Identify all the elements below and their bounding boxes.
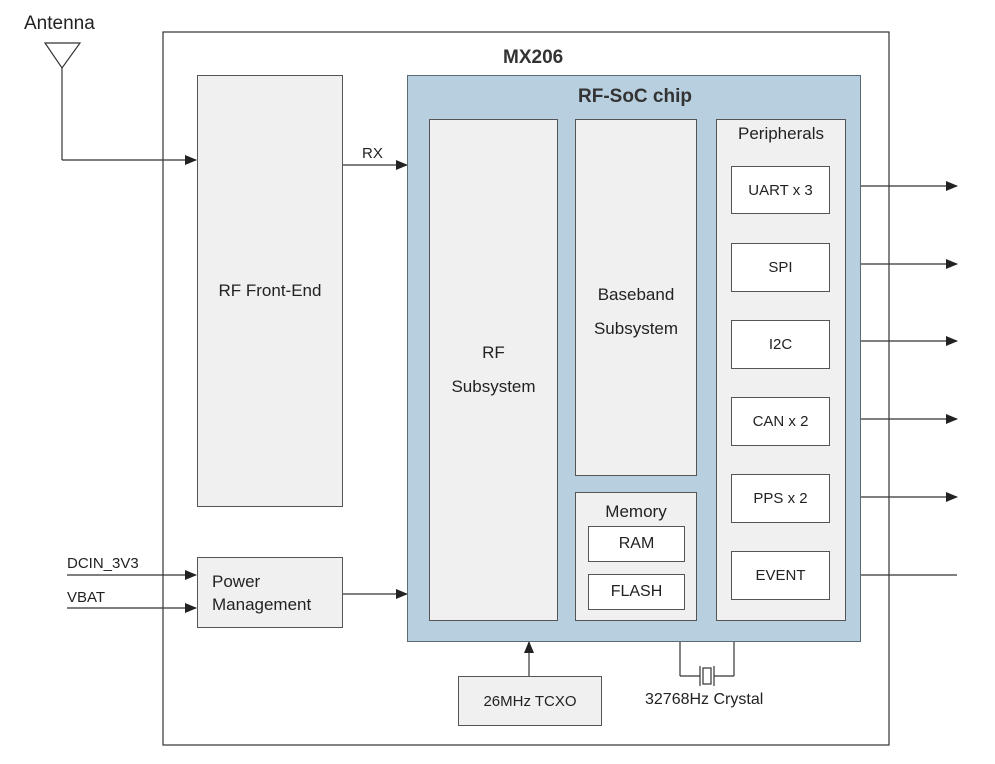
ram-block: RAM xyxy=(588,526,685,562)
antenna-label: Antenna xyxy=(24,13,95,34)
tcxo-block: 26MHz TCXO xyxy=(458,676,602,726)
rf-front-end-label: RF Front-End xyxy=(218,281,322,300)
peripheral-pps-label: PPS x 2 xyxy=(753,490,808,507)
peripheral-event-label: EVENT xyxy=(755,567,806,584)
baseband-subsystem-line1: Baseband xyxy=(597,285,675,304)
chip-label: RF-SoC chip xyxy=(578,86,692,107)
power-management-line2: Management xyxy=(212,594,312,614)
power-management-line1: Power xyxy=(212,571,261,591)
peripheral-uart: UART x 3 xyxy=(731,166,830,214)
rf-subsystem-line2: Subsystem xyxy=(451,377,536,396)
peripheral-can-label: CAN x 2 xyxy=(752,413,809,430)
rx-label: RX xyxy=(362,145,383,162)
memory-title: Memory xyxy=(605,502,667,521)
vbat-label: VBAT xyxy=(67,589,106,606)
rf-subsystem-line1: RF xyxy=(482,343,505,362)
peripheral-uart-label: UART x 3 xyxy=(748,181,813,199)
peripheral-i2c-label: I2C xyxy=(768,336,793,353)
crystal-label: 32768Hz Crystal xyxy=(645,691,764,708)
antenna-icon xyxy=(43,42,82,160)
module-boundary xyxy=(162,31,890,746)
flash-block: FLASH xyxy=(588,574,685,610)
baseband-subsystem-line2: Subsystem xyxy=(593,319,679,338)
ram-label: RAM xyxy=(618,535,655,552)
peripheral-spi-label: SPI xyxy=(768,259,793,276)
peripheral-event: EVENT xyxy=(731,551,830,600)
power-management-block: Power Management xyxy=(197,557,343,628)
crystal-icon xyxy=(679,641,735,686)
rf-front-end-block: RF Front-End xyxy=(197,75,343,507)
module-label: MX206 xyxy=(503,47,564,68)
peripherals-title: Peripherals xyxy=(738,124,824,143)
baseband-subsystem-block: Baseband Subsystem xyxy=(575,119,697,476)
peripheral-spi: SPI xyxy=(731,243,830,292)
tcxo-label: 26MHz TCXO xyxy=(483,692,577,710)
flash-label: FLASH xyxy=(610,583,663,600)
rf-subsystem-block: RF Subsystem xyxy=(429,119,558,621)
peripheral-can: CAN x 2 xyxy=(731,397,830,446)
dcin-label: DCIN_3V3 xyxy=(67,555,139,572)
peripheral-i2c: I2C xyxy=(731,320,830,369)
peripheral-pps: PPS x 2 xyxy=(731,474,830,523)
